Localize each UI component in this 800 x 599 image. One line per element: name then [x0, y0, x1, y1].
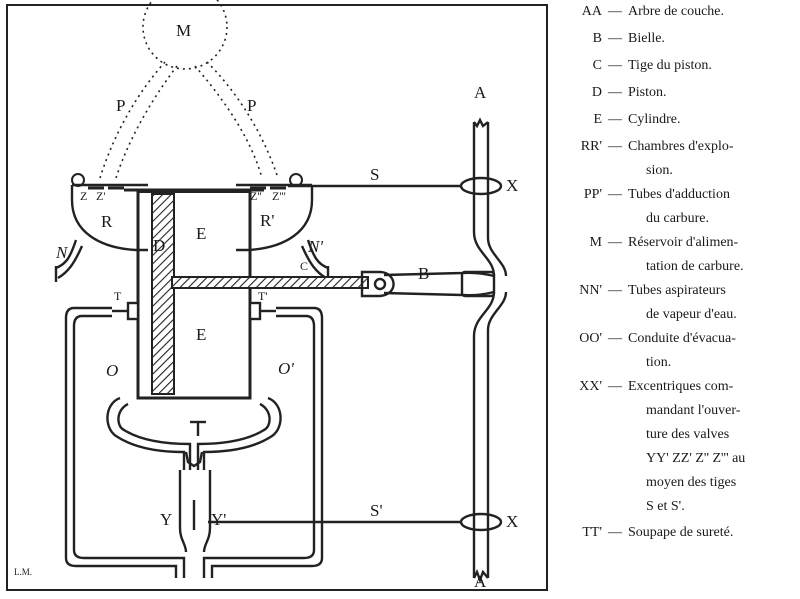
label-x-bottom: X [506, 512, 519, 531]
legend-description-line: moyen des tiges [646, 475, 737, 490]
label-d: D [153, 236, 166, 255]
legend-description-line: Conduite d'évacua- [628, 331, 736, 346]
legend-description-line: Tige du piston. [628, 58, 712, 73]
legend-description-line: sion. [646, 163, 673, 178]
piston [151, 193, 175, 395]
legend-dash: — [608, 525, 622, 540]
valve-rods [208, 184, 461, 524]
label-a-bottom: A [474, 572, 487, 591]
label-e-bottom: E [196, 325, 207, 344]
legend-description-line: tion. [646, 355, 672, 370]
label-a-top: A [474, 83, 487, 102]
piston-rod [171, 276, 369, 289]
legend-key: AA [581, 4, 602, 19]
legend-description-line: YY' ZZ' Z'' Z''' au [646, 451, 746, 466]
main-shaft [472, 117, 508, 584]
label-p-left: P [116, 96, 126, 115]
legend-description-line: Soupape de sureté. [628, 525, 734, 540]
figure-frame [6, 4, 548, 591]
legend-key: NN' [579, 283, 602, 298]
legend-key: XX' [579, 379, 602, 394]
legend-description-line: Arbre de couche. [628, 4, 725, 19]
legend: AA — Arbre de couche. B — Bielle. C — Tige du pi… [556, 0, 800, 599]
legend-description-line: Réservoir d'alimen- [628, 235, 739, 250]
legend-description-line: Tubes d'adduction [628, 187, 730, 202]
legend-dash: — [608, 235, 622, 250]
label-r: R [101, 212, 113, 231]
legend-key: PP' [583, 187, 602, 202]
legend-description-line: mandant l'ouver- [646, 403, 741, 418]
legend-description-line: Chambres d'explo- [628, 139, 734, 154]
legend-dash: — [608, 4, 622, 19]
legend-dash: — [608, 379, 622, 394]
engine-diagram: M P P A A S S' X X Z Z' Z'' Z''' R R' E … [6, 0, 548, 591]
signature: L.M. [14, 567, 32, 577]
label-x-top: X [506, 176, 519, 195]
label-o-prime: O' [278, 359, 294, 378]
legend-description-line: du carbure. [646, 211, 709, 226]
valves-y [178, 420, 212, 553]
legend-description-line: ture des valves [646, 427, 730, 442]
legend-key: D [591, 85, 602, 100]
label-y: Y [160, 510, 173, 529]
legend-key: E [593, 112, 602, 127]
reservoir-circle [142, 0, 228, 70]
label-z1: Z' [96, 189, 106, 203]
label-y-prime: Y' [211, 510, 227, 529]
inner-exhaust-loop [106, 396, 282, 470]
label-o: O [106, 361, 119, 380]
chamber-r [54, 173, 148, 282]
label-n-prime: N' [308, 237, 323, 256]
crosshead-and-rod [360, 270, 496, 298]
label-n: N [56, 243, 68, 262]
label-m: M [176, 21, 192, 40]
legend-key: RR' [580, 139, 602, 154]
legend-dash: — [608, 139, 622, 154]
label-z: Z [80, 189, 88, 203]
legend-description-line: S et S'. [646, 499, 685, 514]
eccentrics [459, 176, 503, 532]
legend-description-line: Excentriques com- [628, 379, 734, 394]
legend-dash: — [608, 187, 622, 202]
legend-dash: — [608, 85, 622, 100]
legend-key: M [589, 235, 602, 250]
legend-key: OO' [579, 331, 602, 346]
label-e-top: E [196, 224, 207, 243]
label-r-prime: R' [260, 211, 275, 230]
legend-key: C [592, 58, 602, 73]
legend-dash: — [608, 283, 622, 298]
legend-key: TT' [582, 525, 602, 540]
legend-dash: — [608, 112, 622, 127]
legend-description-line: tation de carbure. [646, 259, 744, 274]
label-s: S [370, 165, 380, 184]
legend-key: B [592, 31, 602, 46]
label-c: C [300, 259, 309, 273]
label-z2: Z'' [250, 189, 262, 203]
legend-description-line: Cylindre. [628, 112, 681, 127]
safety-valves [112, 301, 276, 321]
label-p-right: P [247, 96, 257, 115]
engine-drawing [6, 0, 548, 591]
label-z3: Z''' [272, 189, 286, 203]
label-b: B [418, 264, 430, 283]
legend-description-line: Tubes aspirateurs [628, 283, 726, 298]
legend-description-line: de vapeur d'eau. [646, 307, 737, 322]
legend-dash: — [608, 331, 622, 346]
label-s-prime: S' [370, 501, 383, 520]
fuel-tubes [99, 61, 279, 179]
legend-description-line: Bielle. [628, 31, 665, 46]
exhaust-conduit [64, 306, 324, 578]
cylinder [124, 188, 264, 400]
legend-dash: — [608, 58, 622, 73]
label-t-prime: T' [258, 289, 268, 303]
legend-description-line: Piston. [628, 85, 667, 100]
legend-dash: — [608, 31, 622, 46]
label-t: T [114, 289, 122, 303]
